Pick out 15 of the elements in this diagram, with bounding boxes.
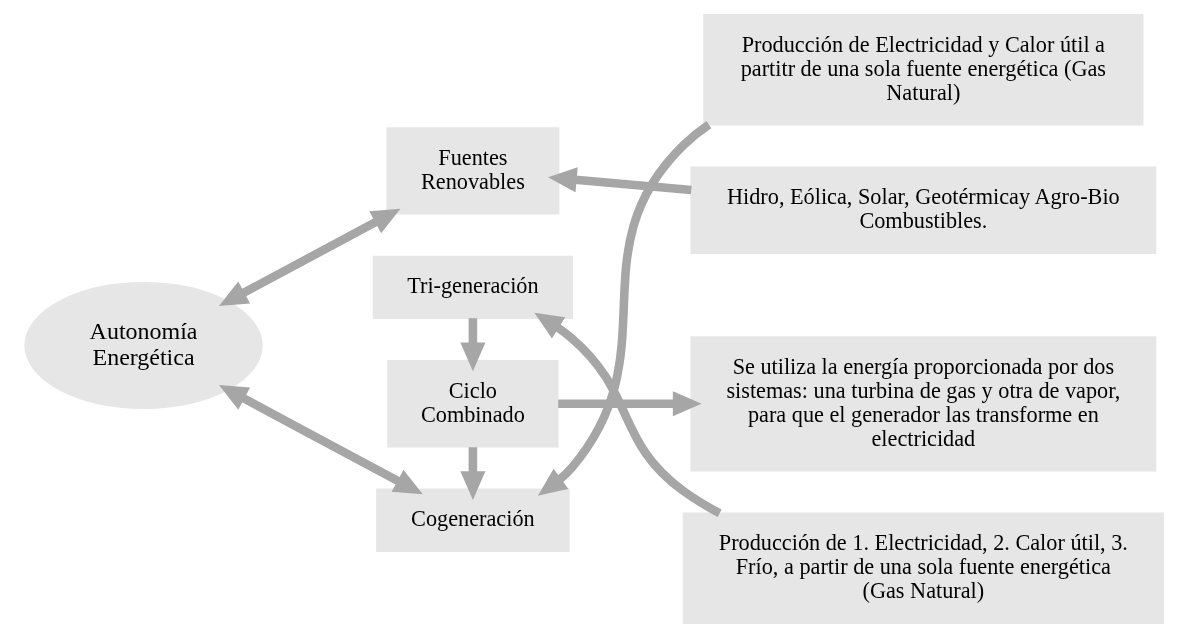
- arrow: [537, 121, 712, 496]
- node-box: Tri-generación: [372, 255, 574, 319]
- node-box: Hidro, Eólica, Solar, Geotérmicay Agro-Bio Combustibles.: [690, 166, 1157, 254]
- node-box: Producción de 1. Electricidad, 2. Calor útil, 3. Frío, a partir de una sola fuente energética (Gas Natural): [682, 512, 1164, 624]
- arrow: [460, 447, 486, 500]
- node-box: Fuentes Renovables: [386, 127, 560, 215]
- node-box: Producción de Electricidad y Calor útil a partitr de una sola fuente energética (Gas Natural): [703, 14, 1144, 126]
- arrow: [558, 391, 702, 417]
- node-box: Se utiliza la energía proporcionada por dos sistemas: una turbina de gas y otra de vapor, para que el generador las transforme en electricidad: [690, 336, 1157, 472]
- node-box: Ciclo Combinado: [387, 360, 559, 448]
- arrow: [534, 312, 722, 517]
- arrow: [218, 208, 401, 307]
- arrow: [218, 385, 423, 495]
- node-box: Cogeneración: [376, 488, 570, 552]
- arrow: [460, 318, 486, 372]
